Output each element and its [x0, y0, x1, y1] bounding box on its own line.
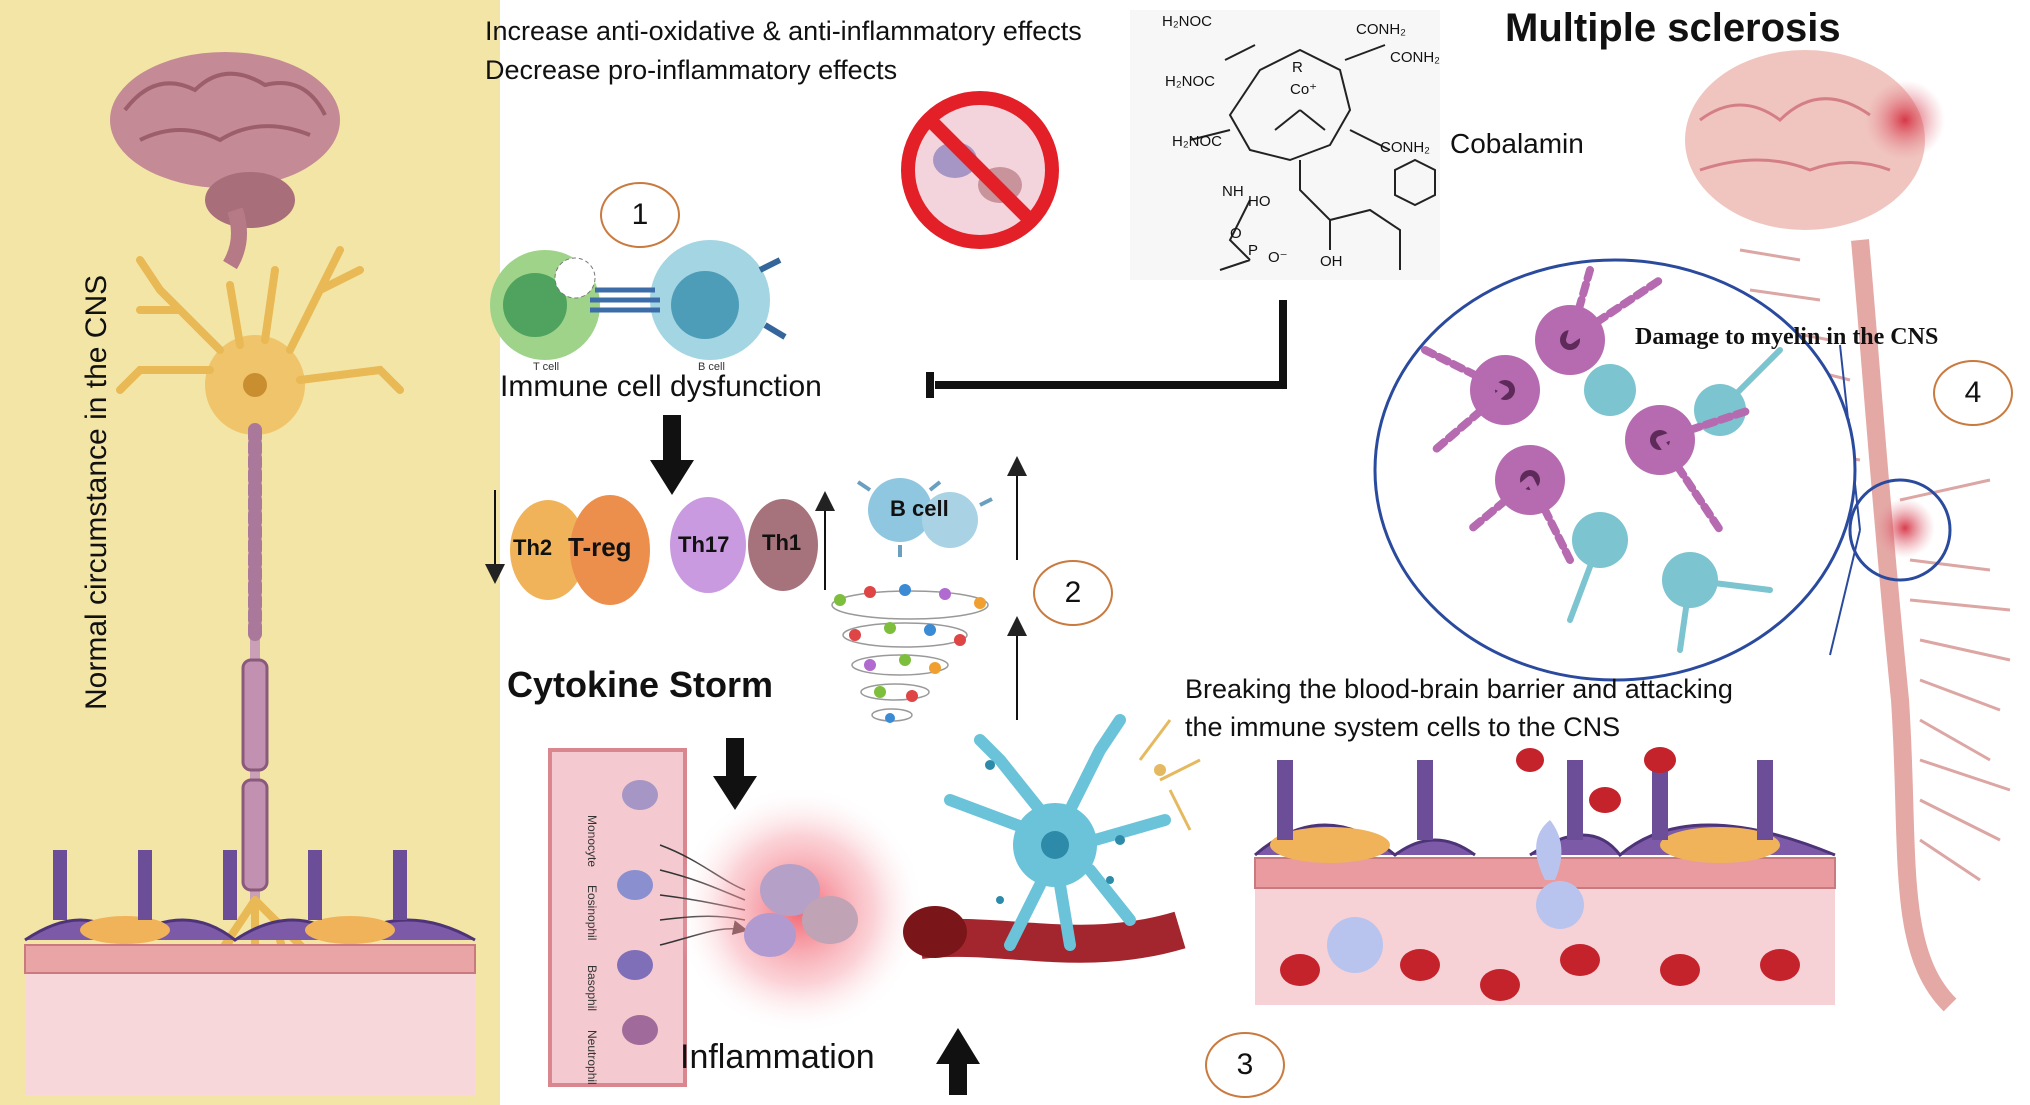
neutrophil-label: Neutrophil: [585, 1030, 599, 1085]
up-arrow-inflammation-head: [936, 1028, 980, 1064]
normal-brain-icon: [110, 52, 340, 270]
myelin-damage-zoom-icon: [1373, 258, 1952, 682]
normal-bbb-icon: [24, 850, 476, 1095]
myelin-damage-label: Damage to myelin in the CNS: [1635, 324, 1939, 350]
molecule-group-conh2-2: CONH₂: [1390, 49, 1440, 66]
cytokine-storm-label: Cytokine Storm: [507, 664, 774, 705]
th1-label: Th1: [762, 530, 802, 555]
step-1-badge: 1: [600, 182, 680, 248]
bbb-line-2: the immune system cells to the CNS: [1185, 712, 1621, 742]
down-arrow-1-head: [650, 460, 694, 495]
molecule-group-oh: OH: [1320, 253, 1343, 270]
th2-cell: [510, 500, 586, 600]
ms-brain-spine-icon: [1685, 50, 2011, 1012]
b-cell-label: B cell: [890, 496, 949, 521]
cobalamin-label: Cobalamin: [1450, 128, 1584, 159]
b-cells-group-icon: [856, 478, 993, 557]
th1-cell: [748, 499, 818, 591]
step-4-badge: 4: [1933, 360, 2013, 426]
t-cell-label: T cell: [533, 361, 559, 373]
b-cell-small-label: B cell: [698, 361, 725, 373]
page-title: Multiple sclerosis: [1505, 6, 1841, 50]
molecule-group-h2noc-1: H₂NOC: [1162, 13, 1212, 30]
eosinophil-label: Eosinophil: [585, 885, 599, 940]
cytokine-dots: [834, 584, 986, 723]
t-cell-b-cell-icon: [490, 240, 787, 360]
molecule-group-h2noc-3: H₂NOC: [1172, 133, 1222, 150]
step-3-badge: 3: [1205, 1032, 1285, 1098]
inflammation-cells-icon: [675, 785, 925, 1035]
molecule-group-conh2-1: CONH₂: [1356, 21, 1406, 38]
molecule-group-p: P: [1248, 242, 1258, 259]
blood-vessel-icon: [548, 748, 745, 1087]
step-2-badge: 2: [1033, 560, 1113, 626]
neuron-icon: [116, 246, 404, 1014]
molecule-group-r: R: [1292, 59, 1303, 76]
molecule-group-o: O: [1230, 225, 1242, 242]
molecule-cobalt: Co⁺: [1290, 81, 1317, 98]
basophil-label: Basophil: [585, 965, 599, 1011]
th17-cell: [670, 497, 746, 593]
immune-dysfunction-label: Immune cell dysfunction: [500, 370, 822, 403]
treg-label: T-reg: [568, 532, 632, 562]
molecule-group-ho: HO: [1248, 193, 1271, 210]
effects-line-2: Decrease pro-inflammatory effects: [485, 55, 898, 85]
inflammation-label: Inflammation: [680, 1038, 875, 1076]
treg-cell: [570, 495, 650, 605]
cobalamin-inhibit-line: [935, 300, 1287, 389]
effects-line-1: Increase anti-oxidative & anti-inflammat…: [485, 16, 1082, 46]
molecule-group-nh: NH: [1222, 183, 1244, 200]
bbb-line-1: Breaking the blood-brain barrier and att…: [1185, 674, 1733, 704]
astrocyte-vessel-icon: [903, 714, 1201, 963]
molecule-group-o-minus: O⁻: [1268, 249, 1288, 266]
cobalamin-molecule-icon: [1130, 10, 1440, 280]
prohibited-sign-icon: [901, 91, 1059, 249]
down-arrow-2-head: [713, 776, 757, 810]
th2-label: Th2: [513, 535, 553, 560]
molecule-group-conh2-3: CONH₂: [1380, 139, 1430, 156]
monocyte-label: Monocyte: [585, 815, 599, 867]
broken-bbb-icon: [1254, 747, 1836, 1005]
molecule-group-h2noc-2: H₂NOC: [1165, 73, 1215, 90]
th17-label: Th17: [678, 532, 730, 557]
